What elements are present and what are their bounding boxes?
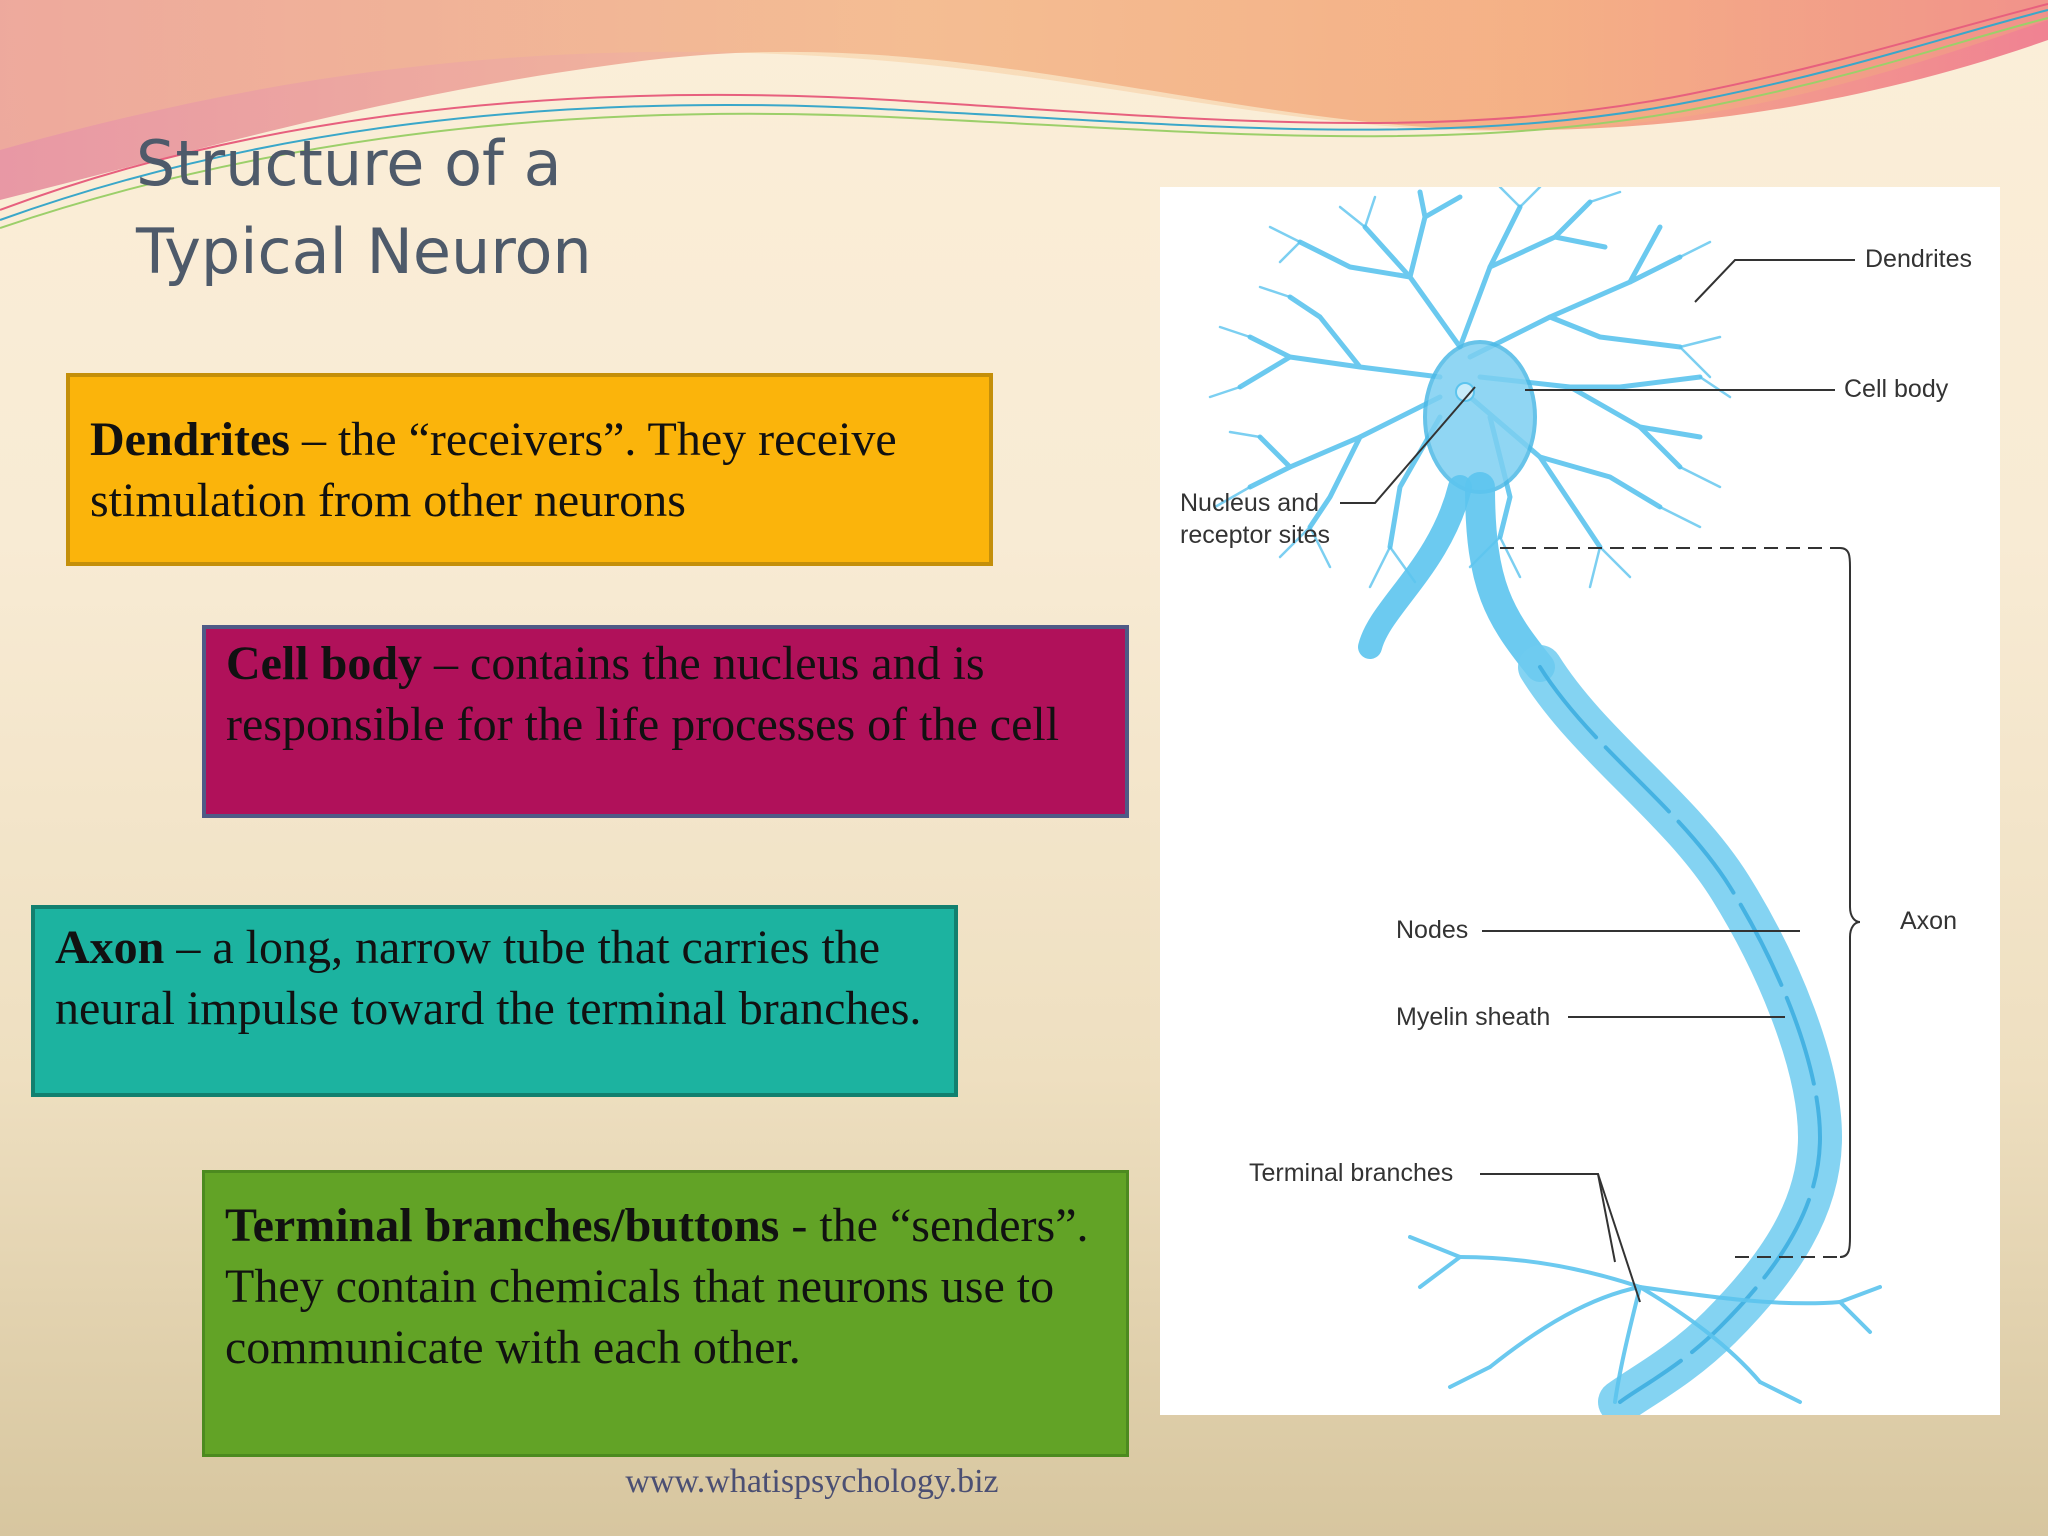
label-myelin-sheath: Myelin sheath — [1396, 1003, 1551, 1031]
dendrites-description: – the “receivers”. They receive stimulat… — [90, 413, 897, 527]
terminal-branch-lines — [1408, 1235, 1882, 1404]
label-nucleus-receptor-sites: Nucleus and receptor sites — [1180, 489, 1331, 549]
myelin-segments — [1538, 665, 1822, 1404]
neuron-diagram: Dendrites Cell body Nucleus and receptor… — [1160, 187, 2000, 1415]
label-nodes: Nodes — [1396, 916, 1469, 944]
dendrites-box: Dendrites – the “receivers”. They receiv… — [66, 373, 993, 566]
cell-body-description: – contains the nucleus and is responsibl… — [226, 637, 1060, 751]
cell-body-box: Cell body – contains the nucleus and is … — [202, 625, 1129, 818]
label-cell-body: Cell body — [1844, 375, 1949, 403]
cell-body-term: Cell body — [226, 637, 423, 690]
neuron-shape — [1208, 187, 1882, 1415]
label-terminal-branches: Terminal branches — [1249, 1159, 1454, 1187]
dendrite-fine-branches — [1208, 187, 1732, 589]
axon-description: – a long, narrow tube that carries the n… — [55, 921, 922, 1035]
title-line-1: Structure of a — [136, 127, 562, 200]
label-axon: Axon — [1900, 907, 1957, 935]
cell-body-shape — [1423, 340, 1537, 494]
dendrites-term: Dendrites — [90, 413, 290, 466]
neuron-illustration — [1208, 187, 1882, 1415]
terminal-branches-box: Terminal branches/buttons - the “senders… — [202, 1170, 1129, 1457]
title-line-2: Typical Neuron — [136, 215, 592, 288]
axon-box: Axon – a long, narrow tube that carries … — [31, 905, 958, 1097]
dendrite-tree — [1237, 189, 1703, 550]
decorative-waves — [0, 0, 2048, 229]
terminal-branches-description: - the “senders”. They contain chemicals … — [225, 1199, 1089, 1374]
axon-term: Axon — [55, 921, 165, 974]
slide-title: Structure of a Typical Neuron — [136, 120, 936, 296]
footer-url: www.whatispsychology.biz — [625, 1463, 999, 1500]
terminal-branches-term: Terminal branches/buttons — [225, 1199, 780, 1252]
diagram-leader-lines — [1340, 259, 1861, 1303]
label-dendrites: Dendrites — [1865, 245, 1972, 273]
